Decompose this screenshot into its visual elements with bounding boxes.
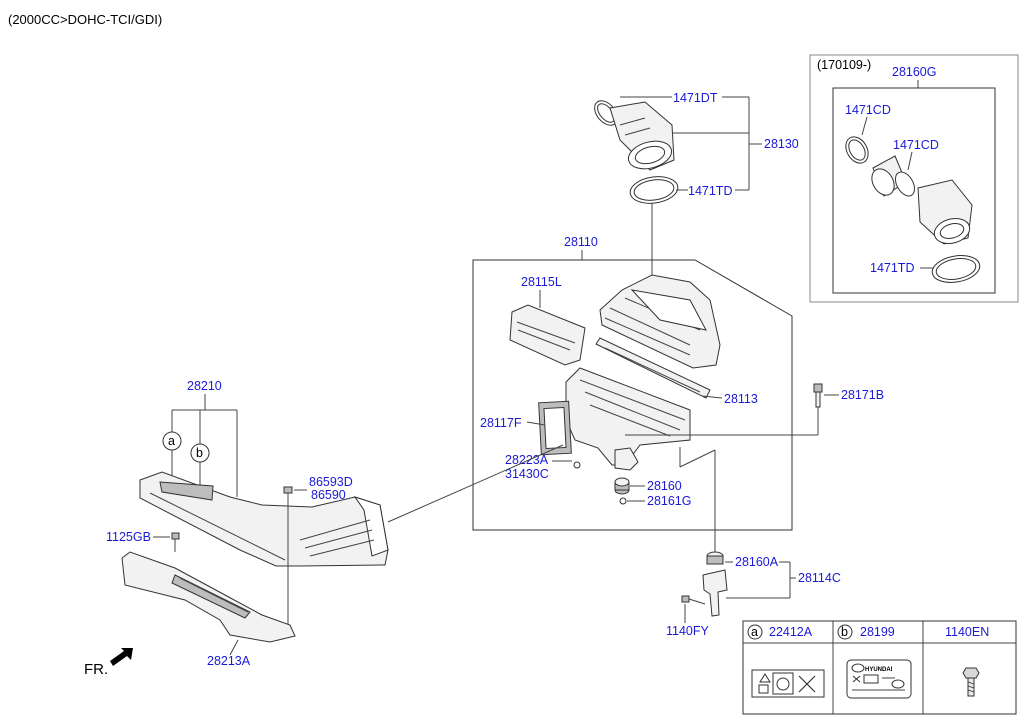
part-label-28223A[interactable]: 28223A [505,453,549,467]
part-label-1471TD-inset[interactable]: 1471TD [870,261,914,275]
callout-b-circle [190,443,210,463]
filter-frame-drawing [595,337,711,399]
screw-icon [573,461,581,469]
lower-body-drawing [565,367,691,471]
part-label-86593D[interactable]: 86593D [309,475,353,489]
part-label-28160G[interactable]: 28160G [892,65,936,79]
cover-plate-drawing [509,304,586,366]
clip-drawing [283,486,293,632]
inset-outer-frame [809,54,1019,303]
insulator-drawing [614,477,630,505]
inset-variant-box: (170109-) 28160G 1471CD 1471CD 1471TD [809,54,1019,303]
part-label-28115L[interactable]: 28115L [521,275,562,289]
part-label-1125GB[interactable]: 1125GB [106,530,151,544]
mount-bracket-drawing [702,551,728,617]
part-label-31430C[interactable]: 31430C [505,467,549,481]
part-label-1471CD-mid[interactable]: 1471CD [893,138,939,152]
callout-a-letter: a [168,434,175,448]
part-label-28160A[interactable]: 28160A [735,555,779,569]
side-bolt-drawing [625,383,823,436]
part-label-28213A[interactable]: 28213A [207,654,251,668]
legend-b-letter: b [841,625,848,639]
part-label-28114C[interactable]: 28114C [798,571,841,585]
bolt-1140FY-drawing [681,595,706,605]
part-label-1471CD-upper[interactable]: 1471CD [845,103,891,117]
part-label-28117F[interactable]: 28117F [480,416,522,430]
engine-spec-title: (2000CC>DOHC-TCI/GDI) [8,12,162,27]
part-label-28113[interactable]: 28113 [724,392,758,406]
bolt-icon [962,667,980,697]
part-label-28110[interactable]: 28110 [564,235,598,249]
callout-a-circle [162,431,182,451]
intake-duct-drawing [139,471,389,567]
front-arrow-icon [110,648,133,666]
legend-part-28199[interactable]: 28199 [860,625,895,639]
part-label-1140FY[interactable]: 1140FY [666,624,710,638]
hose-assembly-28130 [594,100,679,204]
filter-element-drawing [538,400,572,456]
legend-a-circle [747,624,763,640]
warning-label-icon [751,669,825,698]
legend-part-1140EN[interactable]: 1140EN [945,625,989,639]
inset-inner-frame [832,87,996,294]
inset-date-code: (170109-) [817,58,871,72]
bolt-1125GB-drawing [171,532,180,552]
part-label-1471DT[interactable]: 1471DT [673,91,718,105]
part-label-28210[interactable]: 28210 [187,379,222,393]
part-label-28171B[interactable]: 28171B [841,388,884,402]
lower-bracket-drawing [121,551,296,643]
upper-housing-drawing [599,274,721,369]
legend-table: a 22412A b 28199 1140EN HYUNDAI [742,620,1017,715]
callout-b-letter: b [196,446,203,460]
part-label-28130[interactable]: 28130 [764,137,799,151]
legend-part-22412A[interactable]: 22412A [769,625,813,639]
legend-a-letter: a [751,625,758,639]
brand-label-text: HYUNDAI [865,667,893,673]
legend-b-circle [837,624,853,640]
front-direction-label: FR. [84,661,108,678]
part-label-86590[interactable]: 86590 [311,488,346,502]
part-label-1471TD[interactable]: 1471TD [688,184,732,198]
inset-hose-drawing [845,136,981,283]
brand-label-icon: HYUNDAI [846,659,912,699]
part-label-28160[interactable]: 28160 [647,479,682,493]
part-label-28161G[interactable]: 28161G [647,494,691,508]
